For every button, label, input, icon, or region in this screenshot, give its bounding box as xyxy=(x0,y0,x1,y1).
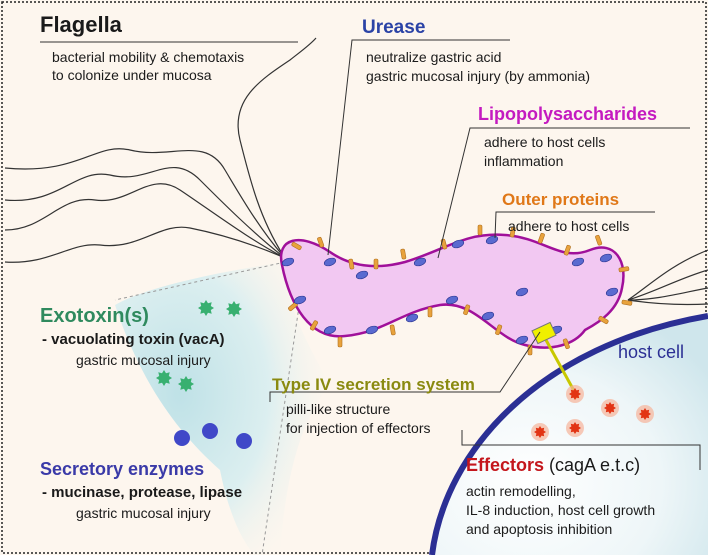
flagella-desc-line-2: to colonize under mucosa xyxy=(52,67,212,83)
t4ss-desc-line-1: pilli-like structure xyxy=(286,401,390,417)
exotoxin-title: Exotoxin(s) xyxy=(40,305,149,327)
effectors-title-suffix: (cagA e.t.c) xyxy=(544,455,640,475)
outer-protein-marker xyxy=(428,307,432,317)
enzyme-particle xyxy=(174,430,190,446)
host-cell-label: host cell xyxy=(618,342,684,362)
outer-protein-marker xyxy=(478,225,482,235)
outer-proteins-title: Outer proteins xyxy=(502,190,619,209)
exotoxin-desc: gastric mucosal injury xyxy=(76,352,211,368)
urease-desc-line-2: gastric mucosal injury (by ammonia) xyxy=(366,68,590,84)
lps-title: Lipopolysaccharides xyxy=(478,104,657,124)
effector-particle xyxy=(569,422,581,434)
effector-particle xyxy=(604,402,616,414)
enzymes-title: Secretory enzymes xyxy=(40,459,204,479)
exotoxin-particle xyxy=(198,300,214,316)
outer-protein-marker xyxy=(338,337,342,347)
t4ss-desc-line-2: for injection of effectors xyxy=(286,420,430,436)
urease-desc-line-1: neutralize gastric acid xyxy=(366,49,501,65)
urease-title: Urease xyxy=(362,17,425,38)
flagella-title: Flagella xyxy=(40,12,123,37)
effectors-heading: Effectors (cagA e.t.c) xyxy=(466,455,640,475)
enzyme-particle xyxy=(236,433,252,449)
exotoxin-particle xyxy=(156,370,172,386)
effector-particle xyxy=(639,408,651,420)
lps-desc-line-2: inflammation xyxy=(484,153,563,169)
lps-desc-line-1: adhere to host cells xyxy=(484,134,605,150)
exotoxin-particle xyxy=(226,301,242,317)
effector-particle xyxy=(569,388,581,400)
effectors-desc-line-3: and apoptosis inhibition xyxy=(466,521,612,537)
outer-proteins-desc: adhere to host cells xyxy=(508,218,629,234)
effectors-title: Effectors xyxy=(466,455,544,475)
enzyme-particle xyxy=(202,423,218,439)
exotoxin-particle xyxy=(178,376,194,392)
enzymes-desc: gastric mucosal injury xyxy=(76,505,211,521)
effectors-desc-line-2: IL-8 induction, host cell growth xyxy=(466,502,655,518)
t4ss-title: Type IV secretion system xyxy=(272,375,475,394)
effectors-desc-line-1: actin remodelling, xyxy=(466,483,576,499)
flagella-desc-line-1: bacterial mobility & chemotaxis xyxy=(52,49,244,65)
enzymes-sub: - mucinase, protease, lipase xyxy=(42,484,242,501)
effector-particle xyxy=(534,426,546,438)
outer-protein-marker xyxy=(374,259,378,269)
exotoxin-sub: - vacuolating toxin (vacA) xyxy=(42,331,225,348)
